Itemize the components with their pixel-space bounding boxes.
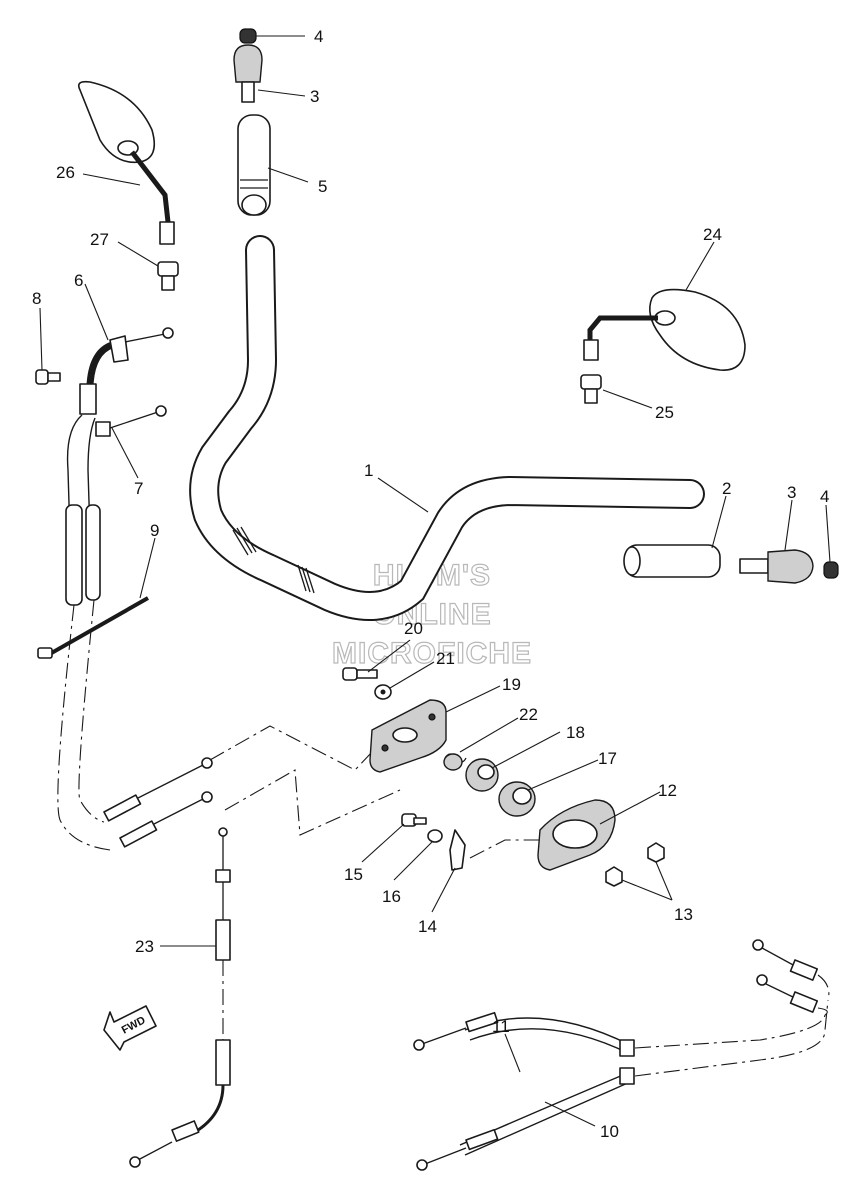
callout-17: 17: [598, 749, 617, 768]
washer-21[interactable]: [374, 684, 392, 700]
bolt-20[interactable]: [342, 667, 378, 681]
callout-14: 14: [418, 917, 437, 936]
bar-end-cap-top[interactable]: [239, 28, 257, 44]
nut-13-a[interactable]: [647, 842, 665, 863]
knurled-band-left: [232, 526, 257, 556]
callout-3-right: 3: [787, 483, 796, 502]
callout-25: 25: [655, 403, 674, 422]
callout-15: 15: [344, 865, 363, 884]
callout-16: 16: [382, 887, 401, 906]
callout-10: 10: [600, 1122, 619, 1141]
callout-5: 5: [318, 177, 327, 196]
screw-15[interactable]: [401, 813, 427, 827]
pulley-18[interactable]: [465, 758, 499, 792]
forward-direction-arrow: FWD: [103, 1005, 157, 1051]
cable-ends-right[interactable]: [752, 939, 830, 1016]
callout-26: 26: [56, 163, 75, 182]
callout-4-top: 4: [314, 27, 323, 46]
handlebar[interactable]: [189, 235, 705, 621]
pulley-17[interactable]: [498, 781, 536, 817]
right-mirror[interactable]: [583, 288, 746, 371]
bar-end-weight-right[interactable]: [739, 549, 814, 584]
switch-housing-lower[interactable]: [537, 799, 616, 871]
callout-27: 27: [90, 230, 109, 249]
callout-18: 18: [566, 723, 585, 742]
left-mirror[interactable]: [77, 80, 175, 245]
callout-1: 1: [364, 461, 373, 480]
right-mirror-adapter[interactable]: [580, 374, 602, 404]
washer-16[interactable]: [427, 829, 443, 843]
switch-housing-upper[interactable]: [369, 699, 447, 773]
left-grip[interactable]: [237, 114, 271, 216]
right-grip[interactable]: [623, 544, 721, 578]
cable-11[interactable]: [413, 1011, 635, 1057]
cable-23[interactable]: [129, 827, 231, 1168]
callout-21: 21: [436, 649, 455, 668]
bar-end-weight-top[interactable]: [233, 44, 263, 103]
callout-20: 20: [404, 619, 423, 638]
callout-labels: 4 3 5 26 27 8 6 7 9 1 2 3 4 24 25 20 21 …: [32, 27, 829, 1141]
cable-tie[interactable]: [37, 596, 149, 659]
callout-22: 22: [519, 705, 538, 724]
callout-19: 19: [502, 675, 521, 694]
callout-3-top: 3: [310, 87, 319, 106]
knurled-band-right: [297, 564, 315, 594]
watermark-line-3: MICROFICHE: [332, 637, 532, 670]
callout-9: 9: [150, 521, 159, 540]
callout-2: 2: [722, 479, 731, 498]
callout-11: 11: [492, 1017, 510, 1036]
callout-24: 24: [703, 225, 722, 244]
callout-7: 7: [134, 479, 143, 498]
nut-13-b[interactable]: [605, 866, 623, 887]
cable-ends-left[interactable]: [103, 757, 213, 848]
bar-end-cap-right[interactable]: [823, 561, 839, 579]
spring-22[interactable]: [443, 753, 467, 771]
callout-23: 23: [135, 937, 154, 956]
callout-13: 13: [674, 905, 693, 924]
callout-4-right: 4: [820, 487, 829, 506]
screw-8[interactable]: [35, 369, 61, 385]
throttle-cable-assembly[interactable]: [57, 327, 174, 851]
cable-10[interactable]: [416, 1067, 635, 1171]
callout-12: 12: [658, 781, 677, 800]
clip-14[interactable]: [449, 829, 466, 871]
callout-6: 6: [74, 271, 83, 290]
leader-lines: [39, 35, 831, 1127]
left-mirror-adapter[interactable]: [157, 261, 179, 291]
callout-8: 8: [32, 289, 41, 308]
